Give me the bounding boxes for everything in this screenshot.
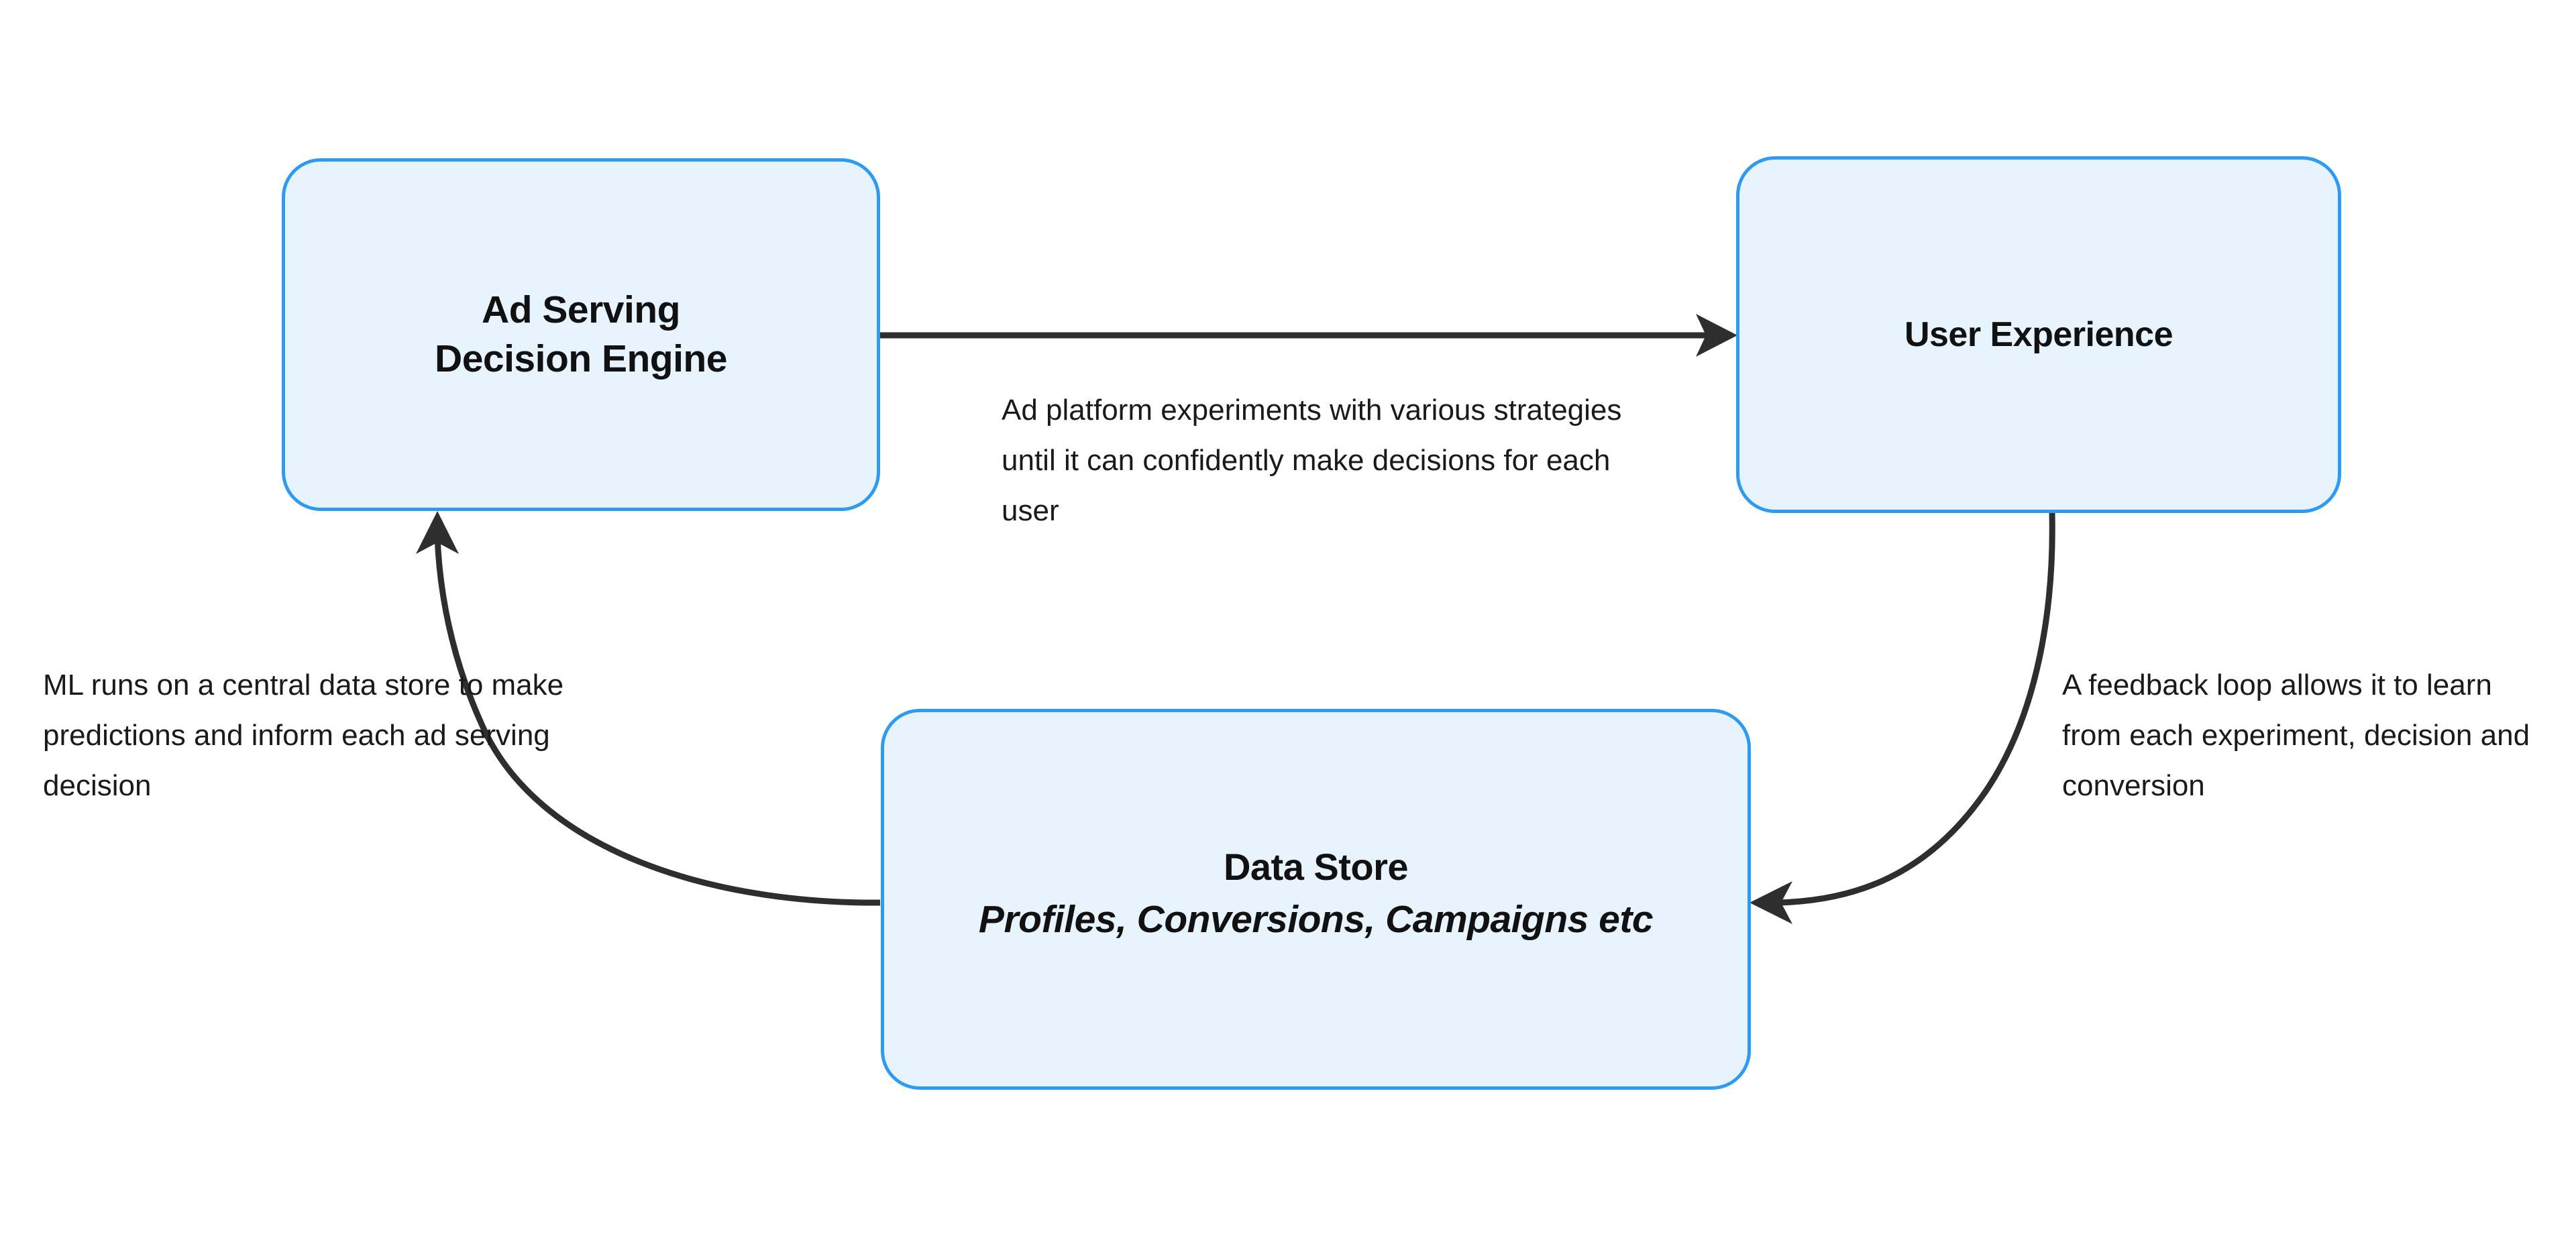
node-title: Data Store: [1223, 846, 1409, 888]
node-user-experience[interactable]: User Experience: [1736, 156, 2341, 513]
edge-ad-serving-to-user-experience: [880, 314, 1737, 357]
node-title: Ad Serving Decision Engine: [435, 288, 727, 380]
edge-label-user-experience-to-data-store: A feedback loop allows it to learn from …: [2062, 669, 2530, 802]
node-title: User Experience: [1904, 315, 2174, 354]
edge-line-curve-right: [1776, 512, 2055, 906]
arrowhead-up-icon: [416, 511, 459, 554]
node-subtitle: Profiles, Conversions, Campaigns etc: [978, 897, 1654, 941]
arrowhead-right-icon: [1696, 314, 1737, 357]
edge-label-ad-serving-to-user-experience: Ad platform experiments with various str…: [1002, 394, 1622, 527]
node-data-store[interactable]: Data Store Profiles, Conversions, Campai…: [881, 709, 1751, 1090]
arrowhead-left-icon: [1750, 881, 1792, 924]
edge-label-data-store-to-ad-serving: ML runs on a central data store to make …: [43, 669, 564, 802]
edge-edge-user-experience-to-data-store: [1750, 512, 2055, 924]
node-ad-serving-decision-engine[interactable]: Ad Serving Decision Engine: [282, 158, 880, 511]
